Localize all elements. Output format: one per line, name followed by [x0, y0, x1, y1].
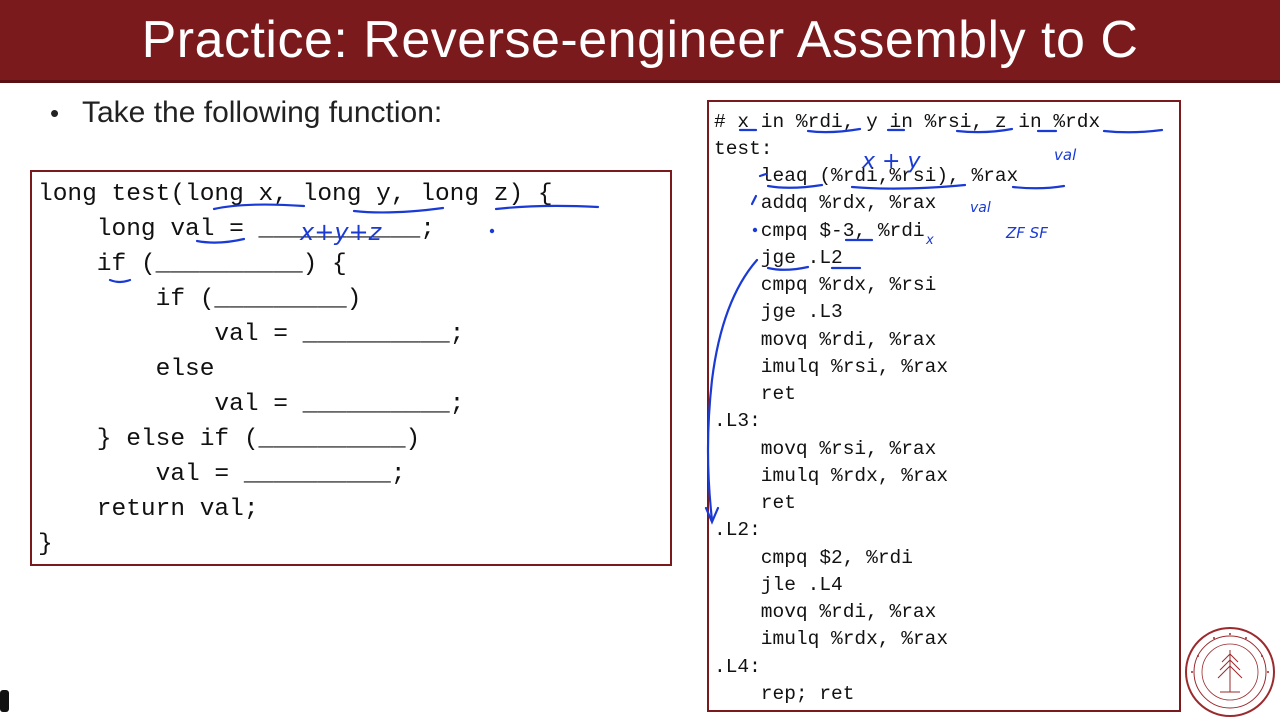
asm-line: .L3:: [714, 410, 761, 432]
c-line: }: [38, 531, 53, 558]
c-code-box: long test(long x, long y, long z) { long…: [30, 170, 672, 566]
asm-line: ret: [714, 492, 796, 514]
asm-line: rep; ret: [714, 683, 855, 705]
c-line: val = __________;: [38, 321, 465, 348]
c-line: if (__________) {: [38, 251, 347, 278]
asm-line: addq %rdx, %rax: [714, 192, 937, 214]
asm-line: # x in %rdi, y in %rsi, z in %rdx: [714, 111, 1101, 133]
asm-line: movq %rdi, %rax: [714, 601, 937, 623]
asm-line: jge .L2: [714, 247, 843, 269]
asm-line: movq %rsi, %rax: [714, 438, 937, 460]
asm-line: imulq %rdx, %rax: [714, 465, 949, 487]
asm-line: .L4:: [714, 656, 761, 678]
asm-line: imulq %rdx, %rax: [714, 628, 949, 650]
pointer-marker: [0, 690, 9, 712]
c-line: val = __________;: [38, 461, 406, 488]
asm-line: leaq (%rdi,%rsi), %rax: [714, 165, 1019, 187]
c-line: } else if (__________): [38, 426, 421, 453]
c-line: long test(long x, long y, long z) {: [38, 181, 553, 208]
university-seal-logo: [1185, 627, 1275, 717]
asm-line: cmpq %rdx, %rsi: [714, 274, 937, 296]
asm-line: movq %rdi, %rax: [714, 329, 937, 351]
assembly-box: # x in %rdi, y in %rsi, z in %rdx test: …: [707, 100, 1181, 712]
asm-line: test:: [714, 138, 773, 160]
c-line: if (_________): [38, 286, 362, 313]
c-line: else: [38, 356, 215, 383]
asm-line: .L2:: [714, 519, 761, 541]
c-line: return val;: [38, 496, 259, 523]
slide-title: Practice: Reverse-engineer Assembly to C: [141, 11, 1139, 69]
c-line: long val = ___________;: [38, 216, 435, 243]
c-line: val = __________;: [38, 391, 465, 418]
asm-line: cmpq $2, %rdi: [714, 547, 913, 569]
asm-line: cmpq $-3, %rdi: [714, 220, 925, 242]
asm-line: ret: [714, 383, 796, 405]
asm-line: jge .L3: [714, 301, 843, 323]
asm-line: imulq %rsi, %rax: [714, 356, 949, 378]
title-bar: Practice: Reverse-engineer Assembly to C: [0, 0, 1280, 83]
bullet-text: Take the following function:: [82, 96, 443, 129]
bullet-dot: •: [50, 98, 60, 128]
asm-line: jle .L4: [714, 574, 843, 596]
